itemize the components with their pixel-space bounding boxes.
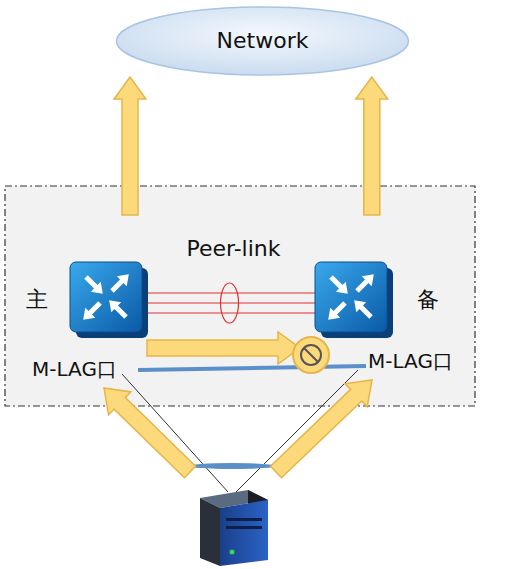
uplink-arrow <box>114 77 146 215</box>
role-label: 主 <box>26 288 48 312</box>
mlag-region <box>5 186 475 406</box>
role-label: 备 <box>417 288 439 312</box>
switch-node: 主 <box>70 262 150 340</box>
connector <box>114 77 146 215</box>
node-title: Network <box>217 29 309 53</box>
traffic-arrows <box>104 332 372 478</box>
port-label: M-LAG口 <box>30 358 119 380</box>
traffic-arrow <box>104 388 196 478</box>
switch-icon <box>70 262 150 340</box>
connector <box>356 77 388 215</box>
server-icon <box>200 490 268 566</box>
network-cloud: Network <box>115 5 410 77</box>
connector <box>144 283 315 323</box>
prohibit-icon <box>293 337 329 373</box>
bundle-mark <box>188 463 276 469</box>
port-label: M-LAG口 <box>366 350 455 372</box>
switch-icon <box>315 262 395 340</box>
switch-node: 备 <box>315 262 395 340</box>
traffic-arrow <box>271 380 373 478</box>
uplink-arrow <box>356 77 388 215</box>
link-line <box>236 370 358 492</box>
mlag-bar <box>138 366 366 370</box>
blocked-arrow <box>147 332 300 364</box>
edge-label: Peer-link <box>184 237 282 261</box>
